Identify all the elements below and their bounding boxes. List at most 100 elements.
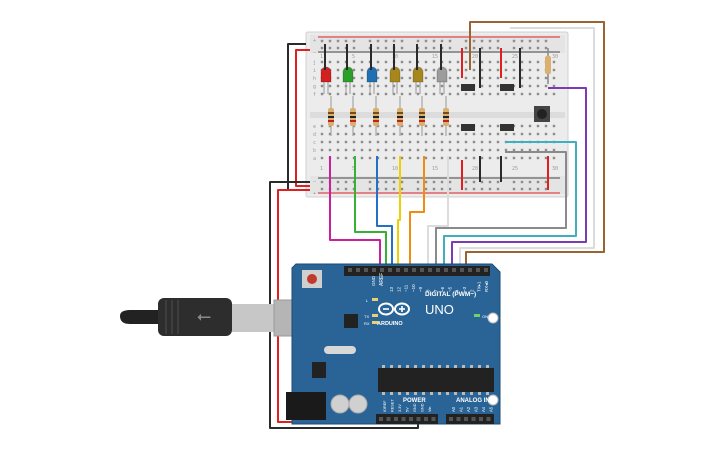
led-bulb[interactable] (320, 66, 332, 83)
pin-socket[interactable] (396, 268, 400, 272)
led[interactable] (366, 44, 378, 94)
breadboard-hole (424, 156, 428, 160)
pin-socket[interactable] (464, 417, 468, 421)
led-bulb[interactable] (342, 66, 354, 83)
breadboard-hole (424, 140, 428, 144)
breadboard-hole (440, 84, 444, 88)
pin-socket[interactable] (479, 417, 483, 421)
breadboard-hole (520, 148, 524, 152)
led[interactable] (320, 44, 332, 94)
wire-blue[interactable] (376, 156, 393, 270)
pushbutton-cap[interactable] (537, 109, 547, 119)
pin-socket[interactable] (420, 268, 424, 272)
breadboard-hole (528, 124, 532, 128)
wire-yellow[interactable] (397, 156, 401, 270)
reset-button[interactable] (307, 274, 317, 284)
wire-black-to-gnd[interactable] (269, 181, 419, 429)
pin-socket[interactable] (436, 268, 440, 272)
pin-socket[interactable] (452, 268, 456, 272)
analog-pin-label: A3 (474, 406, 479, 412)
wire-green[interactable] (354, 156, 387, 270)
wire-gray[interactable] (435, 151, 567, 270)
rail-hole (392, 39, 396, 43)
pushbutton[interactable] (534, 106, 550, 122)
pin-socket[interactable] (404, 268, 408, 272)
wire-red-left[interactable] (295, 49, 310, 187)
resistor[interactable] (350, 96, 356, 136)
power-header-label: POWER (403, 398, 426, 404)
breadboard-hole (544, 124, 548, 128)
wire-brown[interactable] (465, 21, 605, 270)
slide-switch[interactable] (461, 84, 514, 131)
pin-socket[interactable] (444, 268, 448, 272)
led-bulb[interactable] (412, 66, 424, 83)
breadboard-hole (528, 156, 532, 160)
rail-hole (416, 39, 420, 43)
rail-hole (432, 39, 436, 43)
resistor[interactable] (443, 96, 449, 136)
pin-socket[interactable] (364, 268, 368, 272)
wire-white-long[interactable] (459, 27, 595, 270)
led[interactable] (342, 44, 354, 94)
resistor[interactable] (419, 96, 425, 136)
led[interactable] (412, 44, 424, 94)
led[interactable] (436, 44, 448, 94)
breadboard-hole (384, 132, 388, 136)
switch-body-3[interactable] (461, 124, 475, 131)
pin-socket[interactable] (348, 268, 352, 272)
resistor[interactable] (328, 96, 334, 136)
wire-white[interactable] (427, 156, 449, 270)
pin-socket[interactable] (449, 417, 453, 421)
led-bulb[interactable] (436, 66, 448, 83)
led-bulb[interactable] (366, 66, 378, 83)
breadboard-hole (536, 148, 540, 152)
column-number: 20 (472, 166, 478, 172)
pin-socket[interactable] (388, 268, 392, 272)
pin-socket[interactable] (416, 417, 421, 421)
pin-socket[interactable] (401, 417, 406, 421)
pin-socket[interactable] (379, 417, 383, 421)
pin-socket[interactable] (486, 417, 491, 421)
rail-hole (320, 46, 324, 50)
pin-socket[interactable] (394, 417, 398, 421)
pin-socket[interactable] (456, 417, 461, 421)
pin-socket[interactable] (356, 268, 360, 272)
wire-purple[interactable] (451, 87, 587, 270)
breadboard-hole (464, 148, 468, 152)
resistor[interactable] (397, 96, 403, 136)
usb-connector-body[interactable] (158, 298, 232, 336)
chip-leg (478, 392, 481, 395)
wire-orange[interactable] (409, 156, 425, 270)
column-number: 10 (392, 166, 398, 172)
pin-socket[interactable] (476, 268, 480, 272)
resistor-band (443, 112, 449, 114)
pin-socket[interactable] (412, 268, 416, 272)
breadboard-hole (328, 92, 332, 96)
pin-socket[interactable] (431, 417, 436, 421)
led-bulb[interactable] (389, 66, 401, 83)
pin-socket[interactable] (471, 417, 476, 421)
breadboard-hole (496, 148, 500, 152)
barrel-jack[interactable] (286, 392, 326, 420)
breadboard-hole (336, 84, 340, 88)
pin-socket[interactable] (428, 268, 432, 272)
resistor[interactable] (373, 96, 379, 136)
resistor-band (373, 116, 379, 118)
switch-body-2[interactable] (500, 84, 514, 91)
pin-socket[interactable] (372, 268, 376, 272)
pin-socket[interactable] (484, 268, 488, 272)
pin-socket[interactable] (424, 417, 428, 421)
led[interactable] (389, 44, 401, 94)
pin-socket[interactable] (409, 417, 413, 421)
wire-teal[interactable] (443, 141, 577, 270)
breadboard-hole (416, 148, 420, 152)
pin-socket[interactable] (460, 268, 464, 272)
switch-body-4[interactable] (500, 124, 514, 131)
switch-body-1[interactable] (461, 84, 475, 91)
pin-socket[interactable] (386, 417, 391, 421)
wire-magenta[interactable] (329, 156, 381, 270)
pin-socket[interactable] (380, 268, 384, 272)
pin-socket[interactable] (468, 268, 472, 272)
breadboard-hole (408, 92, 412, 96)
